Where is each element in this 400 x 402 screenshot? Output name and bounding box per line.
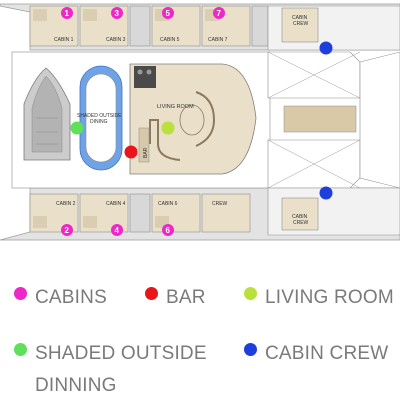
dining-label-1: SHADED OUTSIDE [77,113,122,119]
cabin-6-label: CABIN 6 [158,201,178,207]
cabin-marker-1: 1 [61,7,73,19]
cabin-marker-7: 7 [213,7,225,19]
cabin-marker-6: 6 [162,224,174,236]
legend-living-dot [244,287,257,300]
tender-boat [23,67,71,161]
cabin-number-5: 5 [166,9,171,18]
legend-living: LIVING ROOM [244,282,394,314]
legend-bar: BAR [145,282,206,314]
legend-bar-label: BAR [166,287,206,308]
cabin-1-label: CABIN 1 [54,37,74,43]
bar-label: BAR [143,147,149,158]
dining-table [79,65,123,171]
dining-marker [70,121,84,135]
cabin-crew-bottom-label-1: CABIN [292,214,308,220]
aft-section [267,5,400,236]
cabin-number-4: 4 [115,226,120,235]
legend-dining-dot [14,343,27,356]
legend-crew-label: CABIN CREW [265,343,389,364]
crew-marker-top [319,41,333,55]
cabin-number-7: 7 [217,9,222,18]
cabin-4-label: CABIN 4 [106,201,126,207]
cabin-number-6: 6 [166,226,171,235]
living-room-marker [161,121,175,135]
cabin-marker-4: 4 [111,224,123,236]
legend-dining-line1: SHADED OUTSIDE [35,343,207,364]
cabin-7-label: CABIN 7 [208,37,228,43]
bottom-cabins [29,193,251,233]
legend-living-label: LIVING ROOM [265,287,394,308]
cabin-number-2: 2 [65,226,70,235]
legend-dining-label: SHADED OUTSIDE DINNING [35,338,207,402]
cabin-marker-2: 2 [61,224,73,236]
legend-cabins-dot [14,287,27,300]
dining-label-2: DINING [90,119,108,125]
living-room-label: LIVING ROOM [157,104,194,110]
cabin-number-1: 1 [65,9,70,18]
cabin-crew-bottom-label-2: CREW [293,220,309,226]
bar-marker [124,145,138,159]
living-room [129,63,257,175]
legend-dining-line2: DINNING [35,375,117,396]
cabin-5-label: CABIN 5 [160,37,180,43]
legend-dining: SHADED OUTSIDE DINNING [14,338,207,402]
legend-crew: CABIN CREW [244,338,388,370]
cabin-crew-top-label-2: CREW [293,21,309,27]
cabin-marker-3: 3 [111,7,123,19]
cabin-3-label: CABIN 3 [106,37,126,43]
legend-cabins: CABINS [14,282,107,314]
crew-marker-bottom [319,186,333,200]
crew-bottom-label: CREW [212,201,228,207]
legend-crew-dot [244,343,257,356]
cabin-number-3: 3 [115,9,120,18]
legend: CABINS BAR LIVING ROOM SHADED OUTSIDE DIN… [0,262,400,400]
legend-cabins-label: CABINS [35,287,107,308]
cabin-marker-5: 5 [162,7,174,19]
cabin-crew-top-label-1: CABIN [292,15,308,21]
legend-bar-dot [145,287,158,300]
cabin-2-label: CABIN 2 [56,201,76,207]
deck-plan: CABIN 1 CABIN 3 CABIN 5 CABIN 7 CABIN 2 … [0,3,400,241]
